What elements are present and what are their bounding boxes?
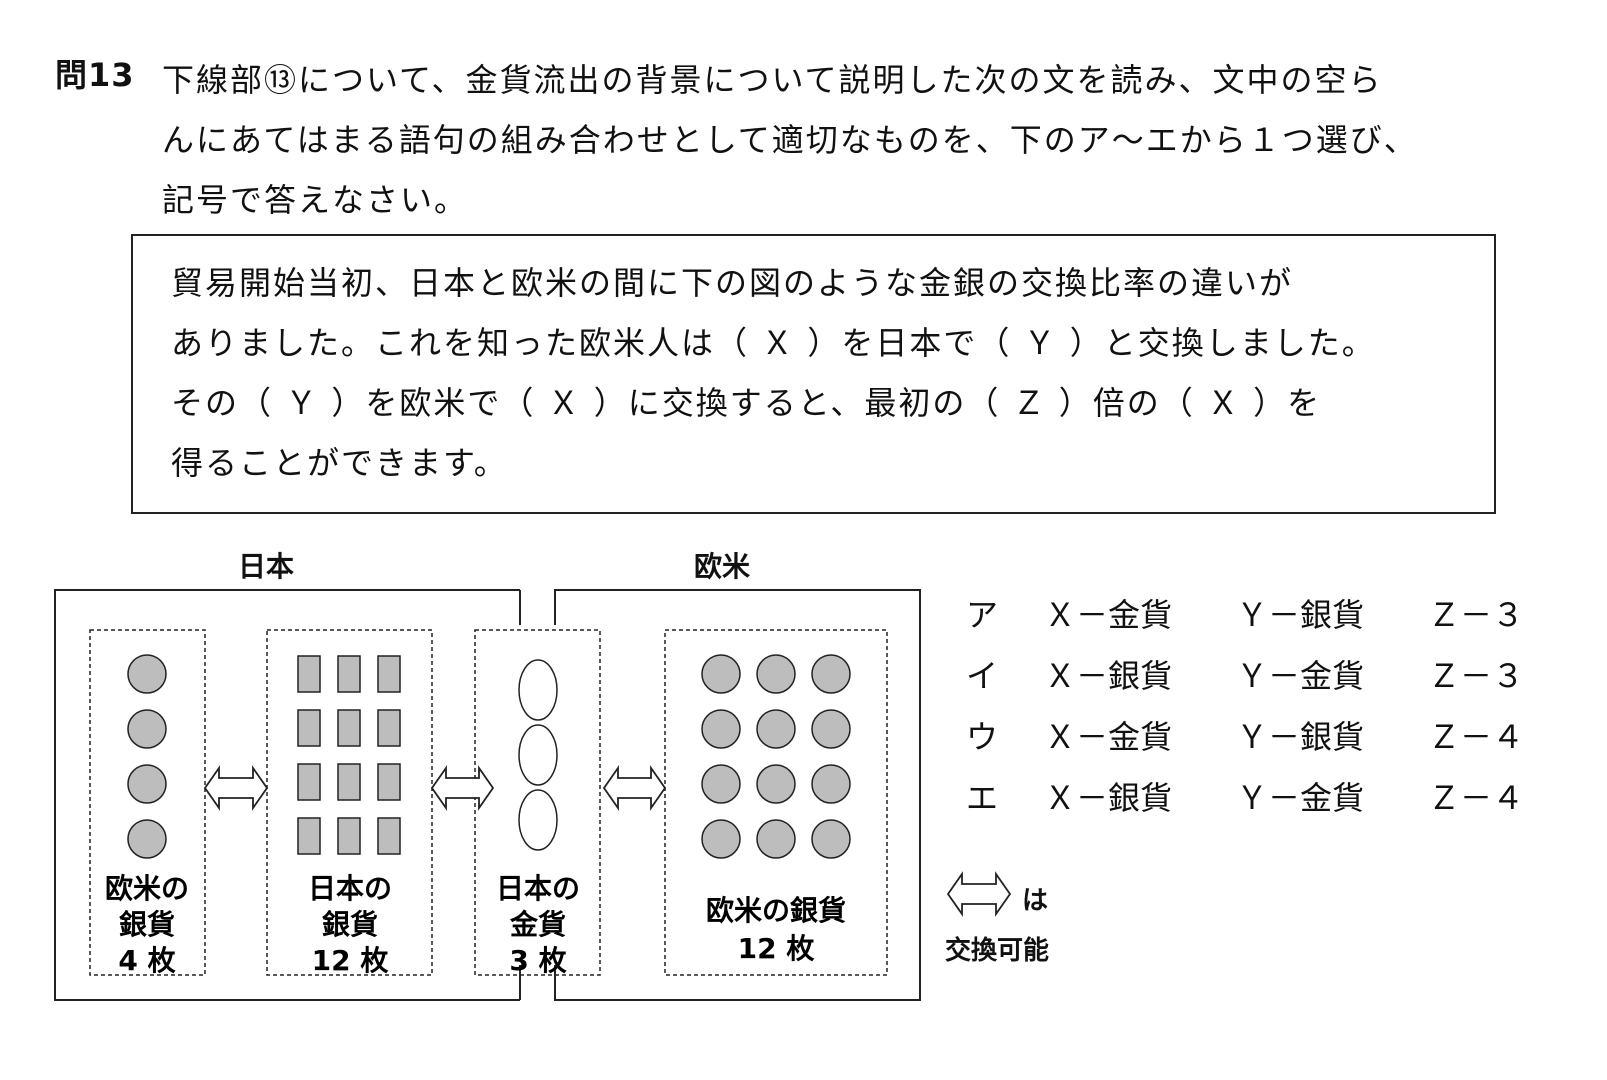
question-number: 問13 — [55, 56, 135, 94]
silver-coin-west — [127, 654, 167, 694]
silver-coin-west — [811, 654, 851, 694]
option-x: Ｘ－金貨 — [1044, 596, 1173, 634]
legend-suffix: は — [1022, 886, 1049, 916]
box-caption: 欧米の — [105, 872, 189, 905]
exchange-arrow-icon — [430, 765, 495, 811]
box-japan-silver-12 — [266, 629, 433, 976]
silver-coin-west — [811, 819, 851, 859]
option-y: Ｙ－金貨 — [1236, 657, 1365, 695]
option-y: Ｙ－金貨 — [1236, 779, 1365, 817]
box-west-silver-4 — [89, 629, 206, 976]
silver-coin-west — [127, 764, 167, 804]
passage-line: その（ Ｙ ）を欧米で（ Ｘ ）に交換すると、最初の（ Ｚ ）倍の（ Ｘ ）を — [171, 384, 1322, 422]
question-text: 下線部⑬について、金貨流出の背景について説明した次の文を読み、文中の空ら んにあ… — [162, 50, 1562, 230]
passage-line: ありました。これを知った欧米人は（ Ｘ ）を日本で（ Ｙ ）と交換しました。 — [171, 324, 1376, 362]
passage-line: 得ることができます。 — [171, 444, 508, 482]
silver-coin-west — [756, 819, 796, 859]
silver-coin-west — [127, 709, 167, 749]
box-caption: 3 枚 — [509, 944, 566, 977]
option-y: Ｙ－銀貨 — [1236, 718, 1365, 756]
passage-box: 貿易開始当初、日本と欧米の間に下の図のような金銀の交換比率の違いが ありました。… — [131, 234, 1496, 514]
exchange-arrow-icon — [203, 765, 269, 811]
japan-frame — [54, 589, 520, 1001]
silver-coin-west — [811, 764, 851, 804]
option-letter: ウ — [966, 718, 999, 756]
question-line: 記号で答えなさい。 — [162, 181, 469, 219]
option-z: Ｚ－３ — [1428, 596, 1525, 634]
silver-coin-japan — [297, 709, 321, 747]
box-caption: 12 枚 — [738, 932, 815, 965]
legend-text: 交換可能 — [945, 936, 1050, 966]
silver-coin-west — [756, 654, 796, 694]
silver-coin-west — [127, 819, 167, 859]
option-z: Ｚ－３ — [1428, 657, 1525, 695]
west-label: 欧米 — [694, 550, 751, 583]
silver-coin-west — [811, 709, 851, 749]
option-letter: エ — [966, 779, 999, 817]
box-caption: 金貨 — [509, 908, 566, 941]
option-x: Ｘ－金貨 — [1044, 718, 1173, 756]
question-line: んにあてはまる語句の組み合わせとして適切なものを、下のア～エから１つ選び、 — [162, 121, 1418, 159]
silver-coin-japan — [297, 655, 321, 693]
box-caption: 12 枚 — [312, 944, 389, 977]
silver-coin-japan — [337, 709, 361, 747]
silver-coin-west — [701, 764, 741, 804]
silver-coin-west — [701, 709, 741, 749]
option-letter: イ — [966, 657, 999, 695]
legend-arrow-icon — [946, 871, 1012, 917]
silver-coin-west — [756, 764, 796, 804]
box-caption: 欧米の銀貨 — [706, 894, 846, 927]
box-caption: 銀貨 — [119, 908, 175, 941]
gold-coin-japan — [518, 789, 558, 851]
gold-coin-japan — [518, 659, 558, 721]
silver-coin-west — [701, 654, 741, 694]
silver-coin-japan — [377, 655, 401, 693]
west-frame — [554, 589, 921, 1001]
option-x: Ｘ－銀貨 — [1044, 779, 1173, 817]
box-caption: 日本の — [308, 872, 392, 905]
silver-coin-japan — [297, 817, 321, 855]
japan-label: 日本 — [238, 550, 295, 583]
silver-coin-japan — [337, 655, 361, 693]
silver-coin-japan — [297, 763, 321, 801]
silver-coin-japan — [337, 817, 361, 855]
silver-coin-japan — [377, 709, 401, 747]
option-letter: ア — [966, 596, 999, 634]
option-y: Ｙ－銀貨 — [1236, 596, 1365, 634]
passage-line: 貿易開始当初、日本と欧米の間に下の図のような金銀の交換比率の違いが — [171, 264, 1294, 302]
gold-coin-japan — [518, 724, 558, 786]
exchange-arrow-icon — [602, 765, 667, 811]
silver-coin-west — [701, 819, 741, 859]
box-japan-gold-3 — [474, 629, 601, 976]
box-caption: 日本の — [496, 872, 580, 905]
silver-coin-japan — [377, 817, 401, 855]
option-z: Ｚ－４ — [1428, 779, 1525, 817]
silver-coin-japan — [377, 763, 401, 801]
option-z: Ｚ－４ — [1428, 718, 1525, 756]
box-west-silver-12 — [664, 629, 888, 976]
box-caption: 銀貨 — [322, 908, 378, 941]
question-line: 下線部⑬について、金貨流出の背景について説明した次の文を読み、文中の空ら — [162, 61, 1383, 99]
option-x: Ｘ－銀貨 — [1044, 657, 1173, 695]
silver-coin-japan — [337, 763, 361, 801]
silver-coin-west — [756, 709, 796, 749]
box-caption: 4 枚 — [118, 944, 175, 977]
